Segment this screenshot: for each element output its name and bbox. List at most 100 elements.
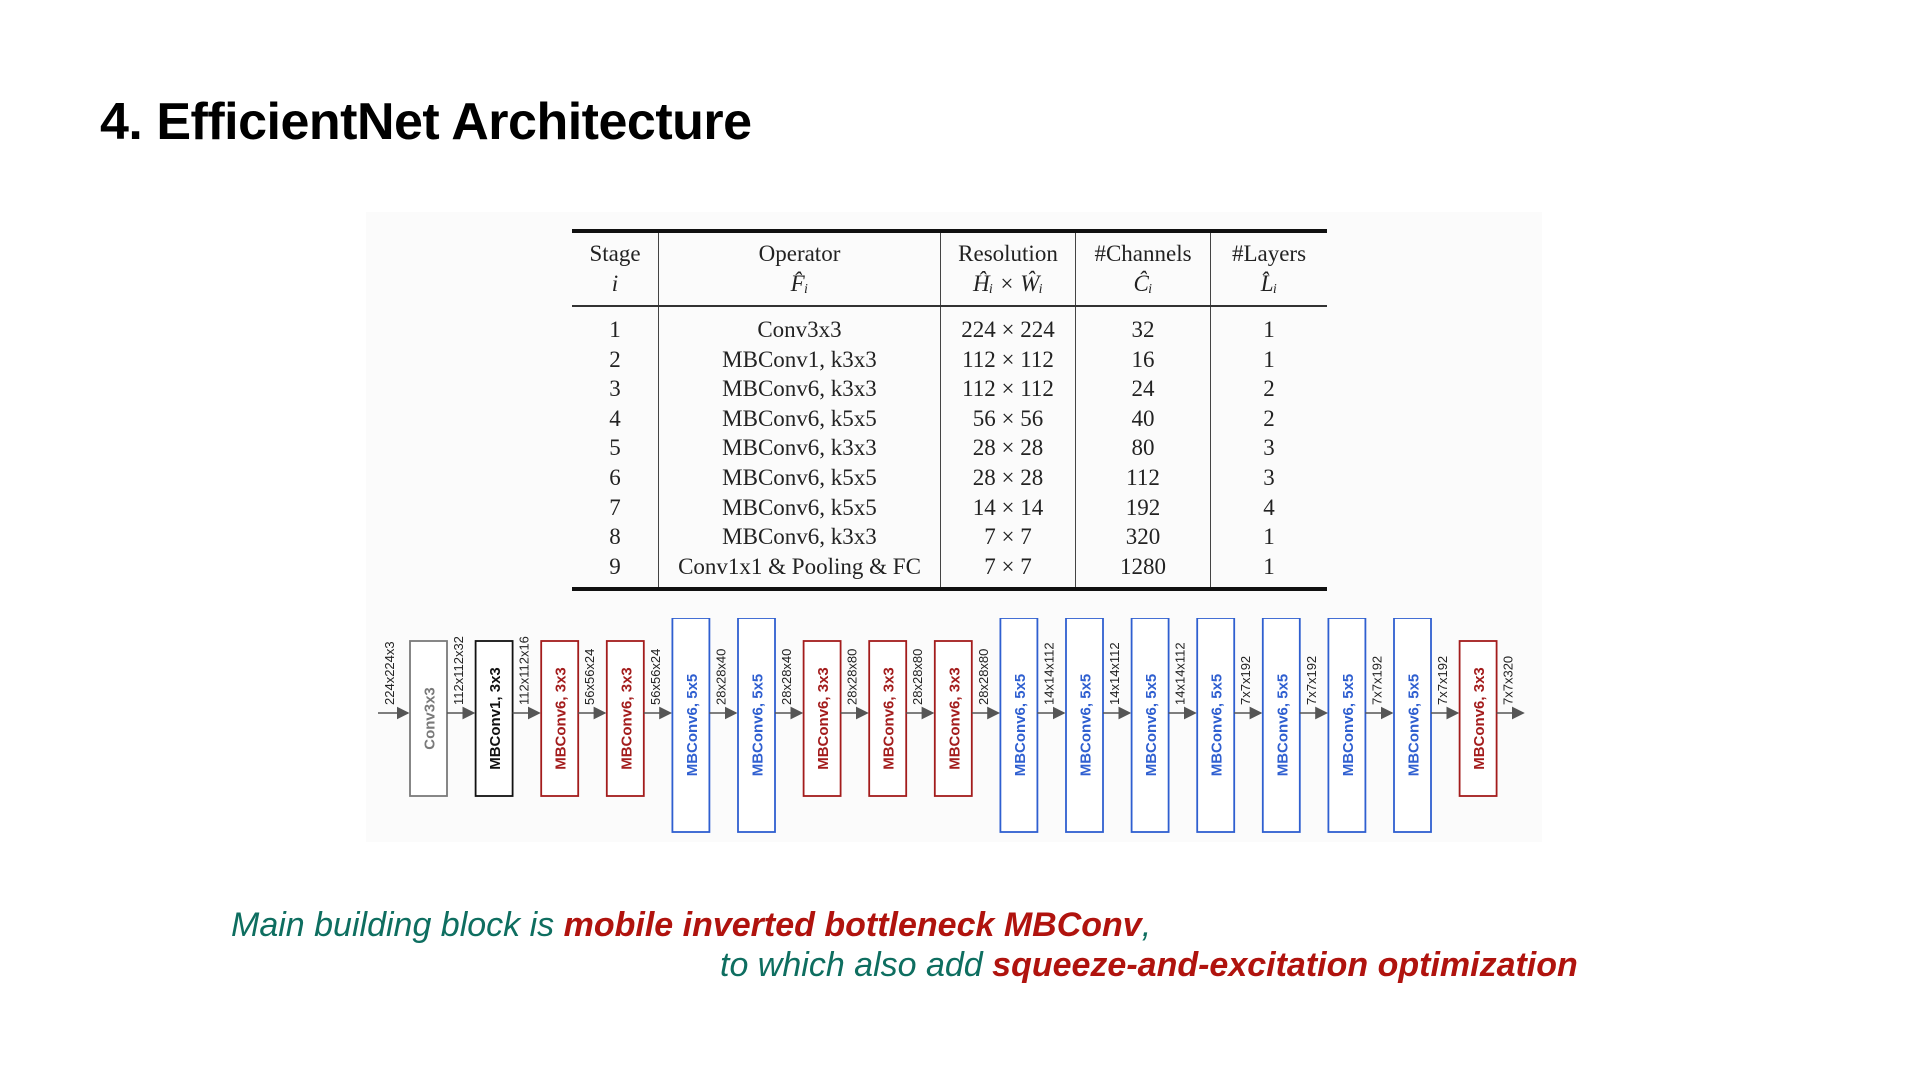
architecture-table: Stage Operator Resolution #Channels #Lay… (572, 229, 1327, 592)
slide-title: 4. EfficientNet Architecture (100, 93, 752, 151)
cell-stage: 7 (572, 492, 659, 523)
cell-operator: MBConv6, k3x3 (658, 374, 941, 404)
header-resolution: Resolution (940, 229, 1076, 269)
cell-stage: 8 (572, 522, 659, 552)
shape-label-13: 7x7x192 (1238, 656, 1253, 705)
cell-layers: 1 (1210, 551, 1327, 592)
block-5 (671, 618, 711, 833)
block-1 (409, 640, 448, 797)
cell-stage: 4 (572, 403, 659, 434)
cell-layers: 2 (1263, 376, 1275, 402)
block-3 (540, 640, 580, 797)
shape-label-7: 28x28x80 (845, 649, 860, 705)
shape-label-10: 14x14x112 (1041, 642, 1056, 705)
cell-operator: Conv1x1 & Pooling & FC (658, 551, 941, 592)
cell-resolution: 56 × 56 (940, 403, 1076, 434)
cell-resolution: 7 × 7 (940, 522, 1076, 552)
caption-line-2-prefix: to which also add (720, 946, 993, 984)
cell-channels: 320 (1075, 522, 1211, 552)
input-shape-label: 224x224x3 (382, 641, 397, 705)
block-10-label: MBConv6, 5x5 (1012, 674, 1029, 777)
caption-mbconv-emphasis: mobile inverted bottleneck MBConv (563, 906, 1142, 944)
block-3-label: MBConv6, 3x3 (553, 667, 570, 770)
block-5-label: MBConv6, 5x5 (684, 674, 701, 777)
shape-label-9: 28x28x80 (976, 649, 991, 705)
shape-label-5: 28x28x40 (713, 649, 728, 705)
header-channels: #Channels (1075, 229, 1211, 269)
cell-operator: Conv3x3 (658, 306, 941, 345)
cell-operator: MBConv6, k5x5 (658, 403, 941, 434)
block-11 (1065, 618, 1104, 833)
cell-operator: MBConv6, k5x5 (658, 462, 941, 493)
cell-layers: 2 (1263, 405, 1275, 431)
block-6 (737, 618, 776, 833)
cell-layers: 3 (1263, 464, 1275, 490)
cell-layers: 1 (1263, 346, 1275, 372)
cell-resolution: 28 × 28 (940, 462, 1076, 493)
caption-line-1-prefix: Main building block is (231, 906, 564, 944)
cell-operator: MBConv6, k3x3 (658, 522, 941, 552)
table-symbol-row: i F̂ᵢ Ĥᵢ × Ŵᵢ Ĉᵢ L̂ᵢ (572, 269, 1327, 307)
block-9 (933, 640, 973, 797)
block-6-label: MBConv6, 5x5 (750, 674, 767, 777)
block-8 (868, 640, 908, 797)
cell-channels: 32 (1075, 306, 1211, 345)
block-2-label: MBConv1, 3x3 (487, 667, 504, 770)
block-7-label: MBConv6, 3x3 (815, 667, 832, 770)
cell-operator: MBConv6, k3x3 (658, 433, 941, 463)
shape-label-16: 7x7x192 (1435, 656, 1450, 705)
cell-channels: 192 (1075, 492, 1211, 523)
symbol-layers: L̂ᵢ (1210, 269, 1327, 307)
cell-operator: MBConv6, k5x5 (658, 492, 941, 523)
symbol-operator: F̂ᵢ (658, 269, 941, 307)
block-2 (474, 640, 514, 797)
cell-resolution: 7 × 7 (940, 551, 1076, 592)
cell-channels: 80 (1075, 433, 1211, 463)
header-layers: #Layers (1210, 229, 1327, 269)
shape-label-1: 112x112x32 (451, 636, 466, 705)
block-15 (1327, 618, 1367, 833)
cell-resolution: 112 × 112 (940, 344, 1076, 375)
block-17 (1458, 640, 1498, 797)
block-17-label: MBConv6, 3x3 (1471, 667, 1488, 770)
header-operator: Operator (658, 229, 941, 269)
block-15-label: MBConv6, 5x5 (1340, 674, 1357, 777)
symbol-stage: i (572, 269, 659, 307)
block-9-label: MBConv6, 3x3 (946, 667, 963, 770)
block-16 (1393, 618, 1432, 833)
block-14 (1261, 618, 1301, 833)
header-stage: Stage (572, 229, 659, 269)
table-header-row: Stage Operator Resolution #Channels #Lay… (572, 229, 1327, 269)
cell-channels: 40 (1075, 403, 1211, 434)
block-11-label: MBConv6, 5x5 (1078, 674, 1095, 777)
caption-line-1: Main building block is mobile inverted b… (231, 906, 1151, 945)
shape-label-15: 7x7x192 (1369, 656, 1384, 705)
shape-label-17: 7x7x320 (1501, 656, 1516, 705)
cell-stage: 1 (572, 306, 659, 345)
shape-label-2: 112x112x16 (517, 636, 532, 705)
shape-label-6: 28x28x40 (779, 649, 794, 705)
block-8-label: MBConv6, 3x3 (881, 667, 898, 770)
cell-stage: 5 (572, 433, 659, 463)
cell-channels: 24 (1075, 374, 1211, 404)
symbol-resolution: Ĥᵢ × Ŵᵢ (940, 269, 1076, 307)
cell-resolution: 14 × 14 (940, 492, 1076, 523)
cell-layers: 1 (1263, 524, 1275, 550)
cell-channels: 112 (1075, 462, 1211, 493)
block-12-label: MBConv6, 5x5 (1143, 674, 1160, 777)
cell-resolution: 224 × 224 (940, 306, 1076, 345)
shape-label-3: 56x56x24 (582, 649, 597, 705)
cell-layers: 1 (1263, 317, 1275, 342)
caption-line-2: to which also add squeeze-and-excitation… (720, 946, 1578, 985)
cell-stage: 3 (572, 374, 659, 404)
